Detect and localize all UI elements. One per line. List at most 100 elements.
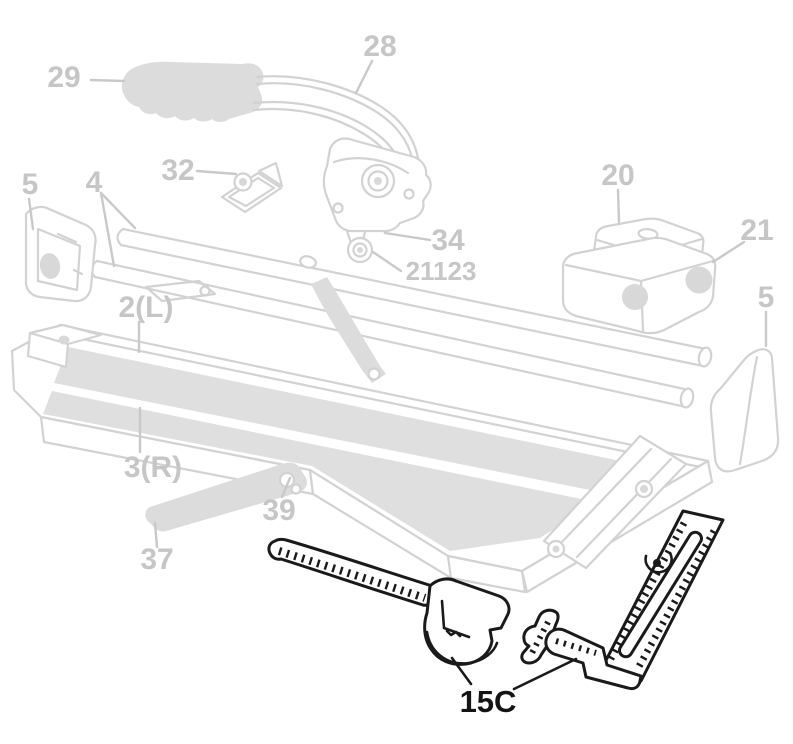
part-label-21: 21 [740, 214, 773, 247]
measuring-plate [542, 434, 688, 570]
side-guide-knob-arc [644, 551, 673, 574]
mount-block-front [26, 331, 70, 369]
end-cap-left-hole [39, 253, 61, 279]
rail-top-upper-edge [121, 227, 708, 351]
part-label-32: 32 [161, 154, 194, 187]
base [10, 279, 714, 594]
breaker-foot-serration [445, 629, 462, 638]
rail-bottom-upper-edge [95, 259, 691, 392]
leader-20 [616, 188, 621, 224]
leader-21 [711, 240, 746, 264]
carriage-cap [299, 255, 317, 269]
end-cap-right-body [709, 348, 780, 473]
head-hole-right [403, 188, 415, 200]
leader-15c-left [450, 656, 473, 686]
rubber-pad-left [54, 347, 640, 492]
measuring-plate-hole-center [640, 485, 648, 493]
rubber-pad-right [43, 391, 596, 551]
head-boss-inner [367, 170, 389, 192]
bracket-screw-inner [239, 178, 247, 186]
lever-pivot-screw [290, 483, 302, 495]
head-hole-left [332, 202, 344, 214]
side-guide-15c [544, 509, 725, 691]
scoring-wheel-hub [357, 247, 363, 253]
fence-screw [199, 285, 211, 297]
breaker-lever [145, 462, 307, 532]
part-label-34: 34 [431, 224, 465, 257]
leader-lines [27, 59, 768, 549]
leader-29 [89, 78, 126, 83]
part-label-3R: 3(R) [124, 451, 182, 484]
leader-15c-right [512, 657, 578, 691]
part-label-5-right: 5 [758, 281, 775, 314]
spacer-clip-hatch [529, 620, 551, 655]
head-boss-hub [374, 177, 382, 185]
rail-bottom-lower-edge [93, 275, 688, 409]
leader-5-left [27, 197, 35, 231]
part-label-39: 39 [262, 494, 295, 527]
leader-37 [153, 521, 159, 549]
base-back-edge-line [56, 332, 707, 470]
cutter-head-crease [332, 157, 410, 175]
handle-assembly [121, 61, 432, 264]
leader-21123 [371, 250, 403, 273]
part-label-29: 29 [47, 61, 80, 94]
end-cap-left-inner [36, 227, 82, 292]
part-label-5-left: 5 [22, 168, 39, 201]
lever-arm [145, 462, 307, 532]
breaker-foot-inner-edge [440, 599, 471, 639]
leader-4a [99, 191, 137, 230]
rail-top-left-cap [116, 227, 125, 247]
part-label-28: 28 [363, 30, 396, 63]
breaker-foot-sole [425, 630, 499, 665]
part-label-37: 37 [140, 543, 173, 576]
handle-grip [121, 61, 264, 122]
side-guide-knob-pin [653, 559, 661, 567]
part-label-21123: 21123 [406, 256, 477, 286]
leader-39 [280, 476, 292, 499]
strut-ring [367, 367, 381, 381]
highlight-callout: 15C [450, 656, 578, 719]
end-cap-left-detail [56, 232, 84, 276]
side-guide-hatch-left [604, 521, 688, 666]
end-cap-left [24, 205, 97, 303]
back-fence-plate [144, 279, 217, 303]
part-label-4: 4 [86, 166, 103, 199]
mount-block-hole [58, 335, 70, 345]
side-guide-slot [618, 530, 703, 659]
rail-top-right-cap [697, 346, 713, 368]
base-bottom-face [446, 554, 527, 594]
rail-bore-right [685, 266, 713, 294]
breaker-foot-handle-hatch [277, 547, 427, 602]
end-cap-right-edge [738, 355, 759, 466]
bracket-gusset [257, 161, 284, 188]
rail-top-lower-edge [119, 243, 705, 368]
scoring-wheel-inner [352, 242, 368, 258]
leader-28 [354, 59, 374, 95]
breaker-foot-15c [267, 537, 511, 666]
frame-strut [299, 255, 386, 383]
part-label-2L: 2(L) [119, 291, 174, 324]
part-label-15c: 15C [460, 684, 517, 719]
guide-rails [90, 227, 713, 409]
part-label-20: 20 [601, 159, 634, 192]
measuring-plate-screw-center [552, 545, 560, 553]
leader-34 [383, 231, 432, 242]
side-guide-foot [544, 627, 643, 691]
rail-bottom-right-cap [679, 387, 695, 409]
handle-arm-inner [252, 100, 402, 166]
rail-bore-front [622, 284, 648, 310]
breaker-foot-pad [423, 577, 511, 666]
handle-arm-outer2 [255, 82, 414, 160]
slide-block [561, 217, 717, 335]
measuring-plate-body [542, 434, 688, 570]
leader-32 [195, 169, 238, 176]
bracket-32 [220, 161, 284, 214]
handle-arm-outer [255, 75, 420, 160]
measuring-plate-lines [557, 447, 673, 559]
part-labels: 29 28 32 5 4 20 21 34 21123 5 2(L) 3(R) … [22, 30, 775, 576]
head-boss-outer [360, 163, 396, 199]
end-cap-right [709, 348, 780, 473]
